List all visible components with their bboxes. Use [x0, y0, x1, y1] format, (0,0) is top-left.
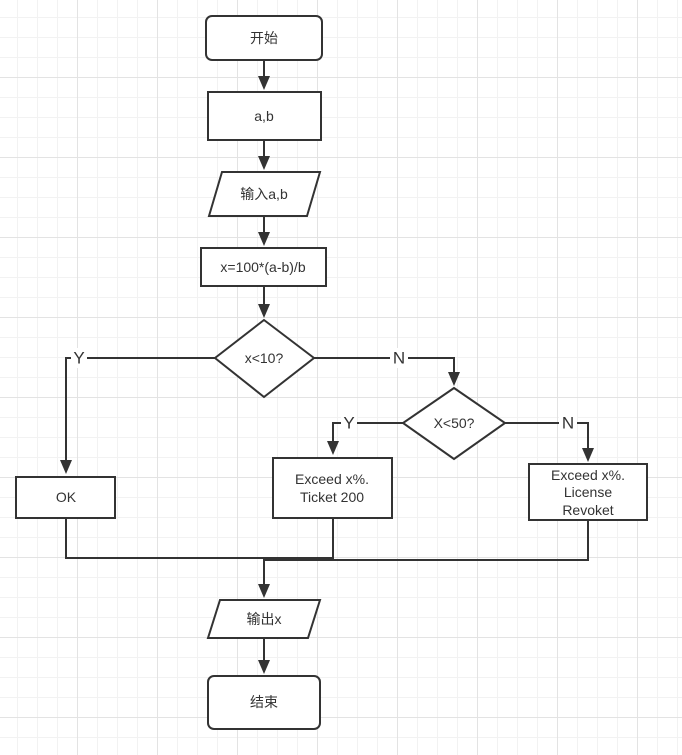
input-io-shape [207, 171, 322, 217]
edge-ok-to-merge [65, 518, 264, 559]
node-revoke[interactable]: Exceed x%. License Revoket [528, 463, 648, 521]
decision1-diamond-shape [213, 318, 316, 399]
ok-label: OK [56, 489, 77, 505]
vars-label: a,b [254, 108, 274, 124]
edge-decision2-no-to-revoke [505, 422, 589, 450]
ticket-process-shape [272, 457, 393, 519]
edge-ticket-to-merge [264, 518, 334, 559]
arrowhead-merge-to-output [258, 584, 270, 598]
output-label: 输出x [247, 611, 282, 627]
end-terminal-shape [207, 675, 321, 730]
edge-label-d1-yes: Y [73, 349, 84, 368]
edge-label-d2-no: N [562, 414, 574, 433]
node-start[interactable]: 开始 [205, 15, 323, 61]
edge-label-d1-no: N [393, 349, 405, 368]
node-end[interactable]: 结束 [207, 675, 321, 730]
revoke-label-line-2: License [564, 484, 612, 500]
edge-label-backing [71, 348, 87, 368]
arrowhead-decision2-yes [327, 441, 339, 455]
node-ok[interactable]: OK [15, 476, 116, 519]
ok-process-shape [15, 476, 116, 519]
compute-process-shape [200, 247, 327, 287]
edge-label-backing [390, 348, 408, 368]
arrowhead-decision1-no [448, 372, 460, 386]
edge-decision2-yes-to-ticket [332, 422, 403, 443]
output-io-shape [206, 599, 322, 639]
end-label: 结束 [250, 694, 278, 710]
revoke-label-line-3: Revoket [562, 502, 613, 518]
arrowhead-output-to-end [258, 660, 270, 674]
ticket-label-line-2: Ticket 200 [300, 489, 364, 505]
edge-decision1-yes-to-ok [65, 357, 215, 462]
edge-label-backing [559, 413, 577, 433]
node-output[interactable]: 输出x [206, 599, 322, 639]
arrowhead-compute-to-decision1 [258, 304, 270, 318]
edge-label-backing [341, 413, 357, 433]
edge-labels: Y N Y N [71, 348, 577, 433]
vars-process-shape [207, 91, 322, 141]
revoke-process-shape [528, 463, 648, 521]
revoke-label-line-1: Exceed x%. [551, 467, 625, 483]
input-label: 输入a,b [240, 186, 288, 202]
arrowhead-start-to-vars [258, 76, 270, 90]
edge-label-d2-yes: Y [343, 414, 354, 433]
decision2-label: X<50? [434, 415, 475, 431]
compute-label: x=100*(a-b)/b [220, 259, 305, 275]
edges [60, 60, 594, 674]
start-label: 开始 [250, 30, 278, 46]
arrowhead-decision2-no [582, 448, 594, 462]
ticket-label-line-1: Exceed x%. [295, 471, 369, 487]
node-input[interactable]: 输入a,b [207, 171, 322, 217]
decision2-diamond-shape [401, 386, 507, 461]
edge-revoke-to-merge [264, 520, 589, 561]
arrowhead-input-to-compute [258, 232, 270, 246]
edge-decision1-no-to-decision2 [314, 357, 455, 374]
node-ticket[interactable]: Exceed x%. Ticket 200 [272, 457, 393, 519]
node-decision1[interactable]: x<10? [213, 318, 316, 399]
node-compute[interactable]: x=100*(a-b)/b [200, 247, 327, 287]
start-terminal-shape [205, 15, 323, 61]
node-decision2[interactable]: X<50? [401, 386, 507, 461]
arrowhead-vars-to-input [258, 156, 270, 170]
decision1-label: x<10? [245, 350, 284, 366]
arrowhead-decision1-yes [60, 460, 72, 474]
node-vars[interactable]: a,b [207, 91, 322, 141]
